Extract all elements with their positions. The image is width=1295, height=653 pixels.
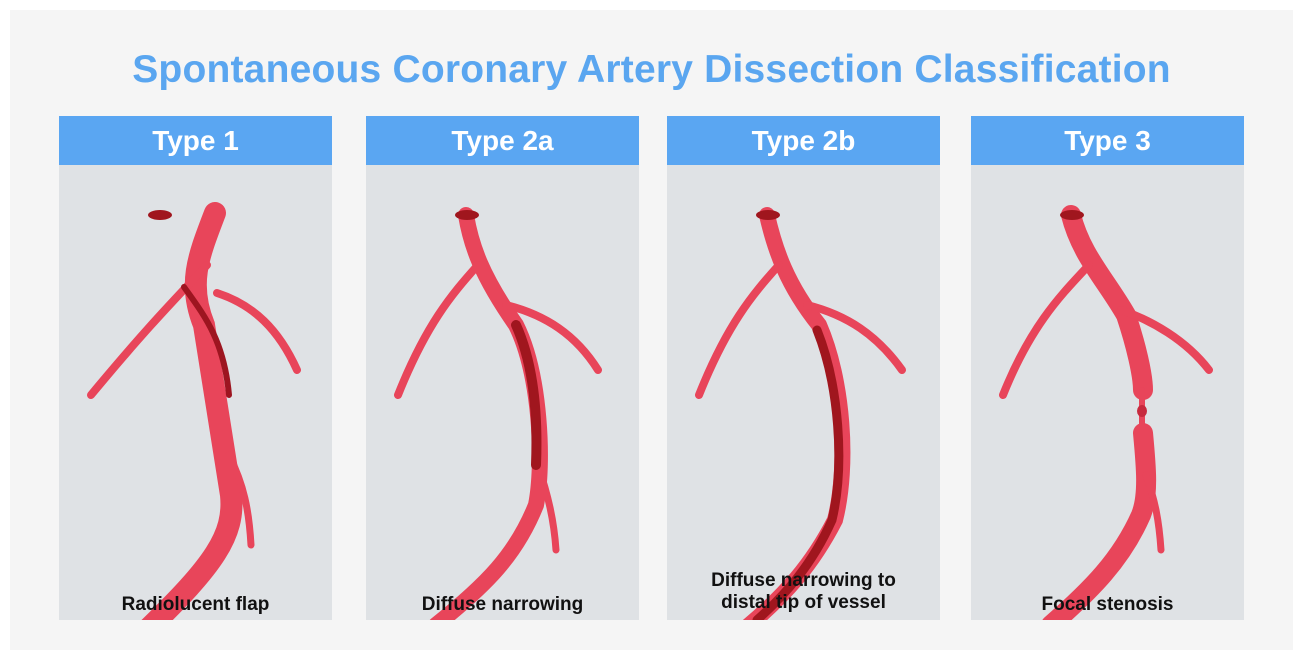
figure: Spontaneous Coronary Artery Dissection C… [10,10,1293,650]
vessel-ostium [1060,210,1084,220]
panel-type-3: Type 3 Focal stenosis [971,116,1244,620]
caption-line: distal tip of vessel [667,592,940,614]
artery-illustration-type-2b [667,165,940,620]
panel-caption: Diffuse narrowing [366,594,639,616]
vessel-ostium [455,210,479,220]
panel-caption: Focal stenosis [971,594,1244,616]
panel-type-1: Type 1 Radiolucent flap [59,116,332,620]
vessel-ostium [756,210,780,220]
panel-caption: Radiolucent flap [59,594,332,616]
panel-header: Type 2a [366,116,639,165]
artery-illustration-type-3 [971,165,1244,620]
panel-header: Type 3 [971,116,1244,165]
artery-illustration-type-2a [366,165,639,620]
artery-illustration-type-1 [59,165,332,620]
focal-stenosis-point [1137,405,1147,417]
caption-line: Diffuse narrowing to [667,570,940,592]
figure-title: Spontaneous Coronary Artery Dissection C… [10,48,1293,92]
panel-type-2b: Type 2b Diffuse narrowing to distal tip … [667,116,940,620]
panel-header: Type 1 [59,116,332,165]
panel-header: Type 2b [667,116,940,165]
diffuse-narrowing-segment [516,325,536,465]
panel-caption: Diffuse narrowing to distal tip of vesse… [667,570,940,614]
vessel-ostium [148,210,172,220]
panel-type-2a: Type 2a Diffuse narrowing [366,116,639,620]
